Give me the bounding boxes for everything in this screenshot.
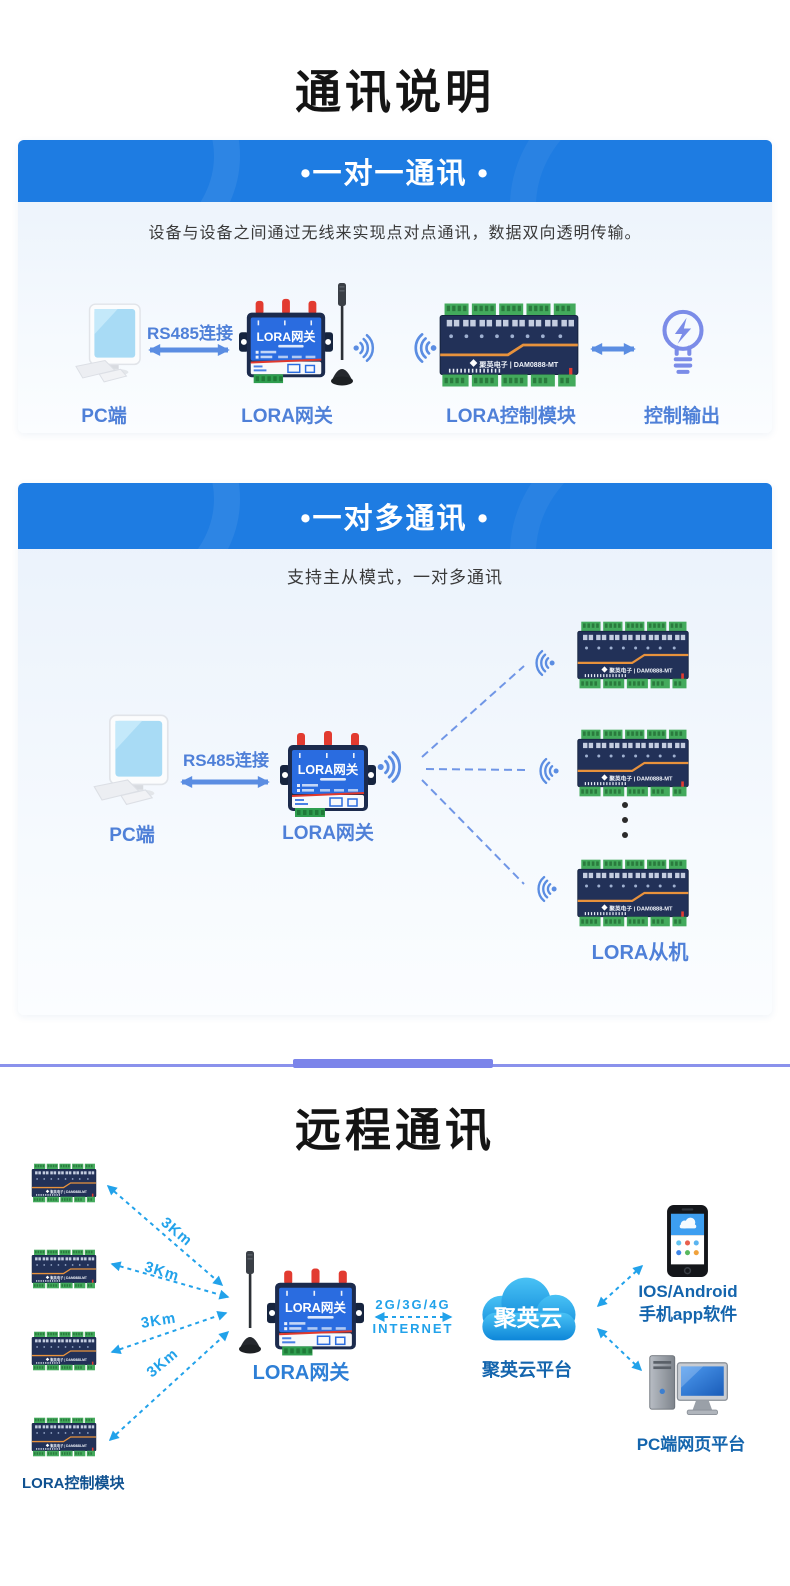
module-graphic: 聚英电子 | DAM0888-MT xyxy=(31,1417,97,1457)
lora-control-module-device: 聚英电子 | DAM0888-MT xyxy=(438,302,580,388)
app-label-line1: IOS/Android xyxy=(638,1282,738,1301)
wifi-signal-icon xyxy=(406,328,438,368)
banner-swoosh xyxy=(18,483,240,549)
banner-one-to-many-title: •一对多通讯 • xyxy=(300,503,490,535)
lora-gateway-device: LORA网关 xyxy=(280,728,376,820)
distance-label: 3Km xyxy=(143,1345,182,1382)
smartphone-icon xyxy=(665,1204,710,1278)
lora-gateway-device: LORA网关 xyxy=(239,296,333,386)
lora-control-module-device: 聚英电子 | DAM0888-MT xyxy=(31,1331,97,1371)
pc-label: PC端 xyxy=(81,406,127,427)
one-to-many-description: 支持主从模式，一对多通讯 xyxy=(287,568,503,587)
banner-one-to-one: •一对一通讯 • xyxy=(18,140,772,202)
module-graphic: 聚英电子 | DAM0888-MT xyxy=(577,859,689,927)
distance-label: 3Km xyxy=(142,1258,182,1286)
svg-text:聚英电子 | DAM0888-MT: 聚英电子 | DAM0888-MT xyxy=(608,775,673,783)
pc-computer-icon xyxy=(92,712,170,810)
wifi-graphic xyxy=(535,649,555,677)
app-label-line2: 手机app软件 xyxy=(638,1305,738,1324)
bulb-graphic xyxy=(662,309,704,374)
cloud-graphic: 聚英云 xyxy=(482,1277,576,1341)
wifi-signal-icon xyxy=(528,646,556,680)
banner-swoosh xyxy=(510,140,772,202)
banner-one-to-one-title: •一对一通讯 • xyxy=(300,158,490,190)
svg-text:LORA网关: LORA网关 xyxy=(298,762,359,777)
slaves-label: LORA从机 xyxy=(591,942,689,964)
svg-text:聚英电子 | DAM0888-MT: 聚英电子 | DAM0888-MT xyxy=(49,1275,87,1280)
desktop-pc-icon xyxy=(648,1353,730,1419)
output-label: 控制输出 xyxy=(643,406,721,427)
antenna-graphic xyxy=(331,283,353,386)
gateway-graphic: LORA网关 xyxy=(280,731,376,817)
whip-antenna-icon xyxy=(329,282,355,388)
svg-text:聚英电子 | DAM0888-MT: 聚英电子 | DAM0888-MT xyxy=(49,1189,87,1194)
lora-control-module-device: 聚英电子 | DAM0888-MT xyxy=(31,1249,97,1289)
module-graphic: 聚英电子 | DAM0888-MT xyxy=(577,621,689,689)
module-graphic: 聚英电子 | DAM0888-MT xyxy=(31,1249,97,1289)
whip-antenna-icon xyxy=(237,1250,263,1356)
gateway-label: LORA网关 xyxy=(252,1362,350,1384)
gateway-graphic: LORA网关 xyxy=(267,1268,364,1356)
wifi-graphic xyxy=(414,333,437,363)
distance-label: 3Km xyxy=(157,1213,196,1250)
web-platform-label: PC端网页平台 xyxy=(636,1435,746,1454)
banner-swoosh xyxy=(18,140,240,202)
svg-text:聚英电子 | DAM0888-MT: 聚英电子 | DAM0888-MT xyxy=(478,360,559,369)
pc-graphic xyxy=(75,303,141,383)
module-label: LORA控制模块 xyxy=(446,406,576,427)
internet-label: INTERNET xyxy=(372,1321,454,1336)
network-label: 2G/3G/4G xyxy=(375,1297,451,1312)
module-graphic: 聚英电子 | DAM0888-MT xyxy=(439,303,579,387)
svg-text:聚英电子 | DAM0888-MT: 聚英电子 | DAM0888-MT xyxy=(608,667,673,675)
pc-label: PC端 xyxy=(109,825,155,846)
lora-slave-module-device: 聚英电子 | DAM0888-MT xyxy=(576,620,690,690)
module-graphic: 聚英电子 | DAM0888-MT xyxy=(31,1331,97,1371)
wifi-graphic xyxy=(353,334,375,362)
distance-label: 3Km xyxy=(139,1309,178,1332)
rs485-link-label: RS485连接 xyxy=(147,324,233,343)
wifi-signal-icon xyxy=(532,754,560,788)
svg-text:聚英电子 | DAM0888-MT: 聚英电子 | DAM0888-MT xyxy=(49,1357,87,1362)
section-divider-center xyxy=(293,1059,493,1068)
pc-computer-icon xyxy=(74,302,142,386)
phone-graphic xyxy=(667,1204,708,1278)
svg-text:LORA网关: LORA网关 xyxy=(285,1300,346,1315)
svg-text:聚英云: 聚英云 xyxy=(493,1305,562,1331)
gateway-graphic: LORA网关 xyxy=(239,298,333,384)
module-graphic: 聚英电子 | DAM0888-MT xyxy=(577,729,689,797)
desktop-graphic xyxy=(649,1355,728,1415)
control-output-bulb-icon xyxy=(654,306,712,380)
wifi-graphic xyxy=(537,875,557,903)
module-graphic: 聚英电子 | DAM0888-MT xyxy=(31,1163,97,1203)
pc-graphic xyxy=(93,714,169,806)
cloud-platform-label: 聚英云平台 xyxy=(482,1360,572,1380)
svg-text:聚英电子 | DAM0888-MT: 聚英电子 | DAM0888-MT xyxy=(608,905,673,913)
banner-swoosh xyxy=(510,483,772,549)
lora-slave-module-device: 聚英电子 | DAM0888-MT xyxy=(576,728,690,798)
wifi-signal-icon xyxy=(376,746,410,788)
gateway-label: LORA网关 xyxy=(282,823,374,844)
lora-control-module-device: 聚英电子 | DAM0888-MT xyxy=(31,1163,97,1203)
one-to-one-description: 设备与设备之间通过无线来实现点对点通讯，数据双向透明传输。 xyxy=(148,225,642,242)
lora-gateway-device: LORA网关 xyxy=(267,1266,364,1358)
lora-slave-module-device: 聚英电子 | DAM0888-MT xyxy=(576,858,690,928)
antenna-graphic xyxy=(239,1251,261,1354)
remote-title: 远程通讯 xyxy=(295,1104,495,1156)
rs485-link-label: RS485连接 xyxy=(183,751,269,770)
gateway-label: LORA网关 xyxy=(241,406,333,427)
ellipsis-dots xyxy=(618,802,632,838)
svg-text:聚英电子 | DAM0888-MT: 聚英电子 | DAM0888-MT xyxy=(49,1443,87,1448)
wifi-graphic xyxy=(377,751,402,783)
lora-control-module-device: 聚英电子 | DAM0888-MT xyxy=(31,1417,97,1457)
modules-group-label: LORA控制模块 xyxy=(22,1475,125,1492)
wifi-signal-icon xyxy=(530,872,558,906)
svg-text:LORA网关: LORA网关 xyxy=(256,329,316,344)
wifi-graphic xyxy=(539,757,559,785)
wifi-signal-icon xyxy=(352,330,382,366)
banner-one-to-many: •一对多通讯 • xyxy=(18,483,772,549)
cloud-icon: 聚英云 xyxy=(463,1271,593,1347)
page-title: 通讯说明 xyxy=(295,66,495,118)
